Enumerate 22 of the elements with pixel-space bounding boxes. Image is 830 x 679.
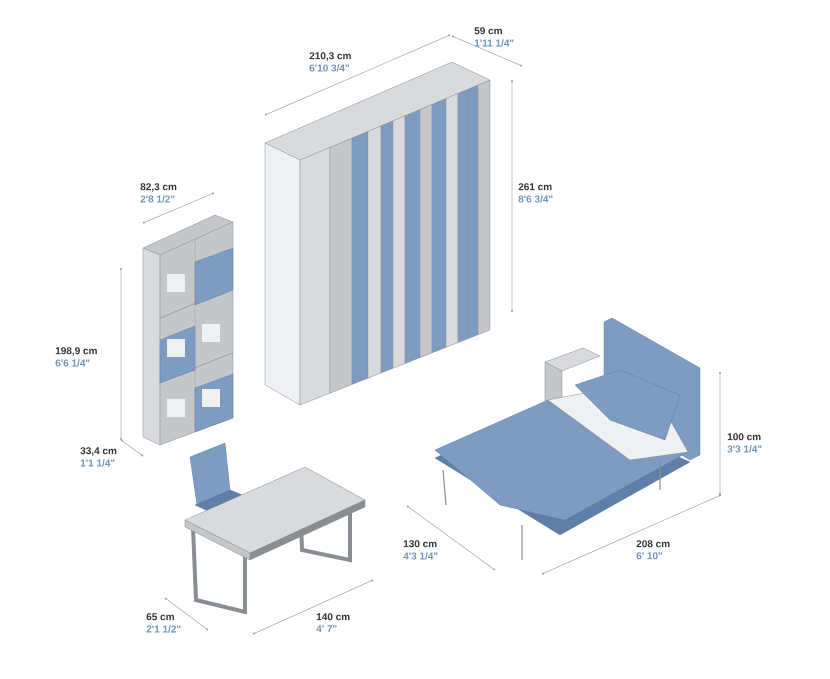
dimension-label: 3'3 1/4" (727, 445, 762, 453)
dimension-label: 130 cm (404, 540, 436, 548)
dimension-label: 261 cm (518, 183, 552, 190)
dimension-label: 4' 7" (316, 625, 337, 632)
dimension-label: 59 cm (474, 27, 502, 34)
dimension-label: 100 cm (728, 433, 760, 440)
dimension-label: 6'10 3/4" (310, 64, 350, 72)
dimension-label: 1'1 1/4" (80, 459, 114, 467)
dimension-label: 6'6 1/4" (56, 359, 90, 367)
dimension-label: 1'11 1/4" (474, 39, 514, 47)
dimension-label: 4'3 1/4" (403, 552, 438, 560)
dimension-label: 65 cm (146, 613, 174, 620)
dimension-label: 82,3 cm (140, 183, 176, 192)
dimension-label: 33,4 cm (80, 447, 116, 456)
dimension-label: 2'8 1/2" (140, 195, 174, 203)
dimension-label: 6' 10" (636, 552, 662, 560)
dimension-label: 208 cm (636, 540, 670, 548)
dimension-label: 140 cm (316, 613, 350, 620)
dimension-label: 198,9 cm (56, 347, 97, 356)
dimension-label: 210,3 cm (310, 52, 351, 61)
dimension-label: 2'1 1/2" (146, 625, 180, 633)
dimension-label: 8'6 3/4" (518, 195, 552, 203)
